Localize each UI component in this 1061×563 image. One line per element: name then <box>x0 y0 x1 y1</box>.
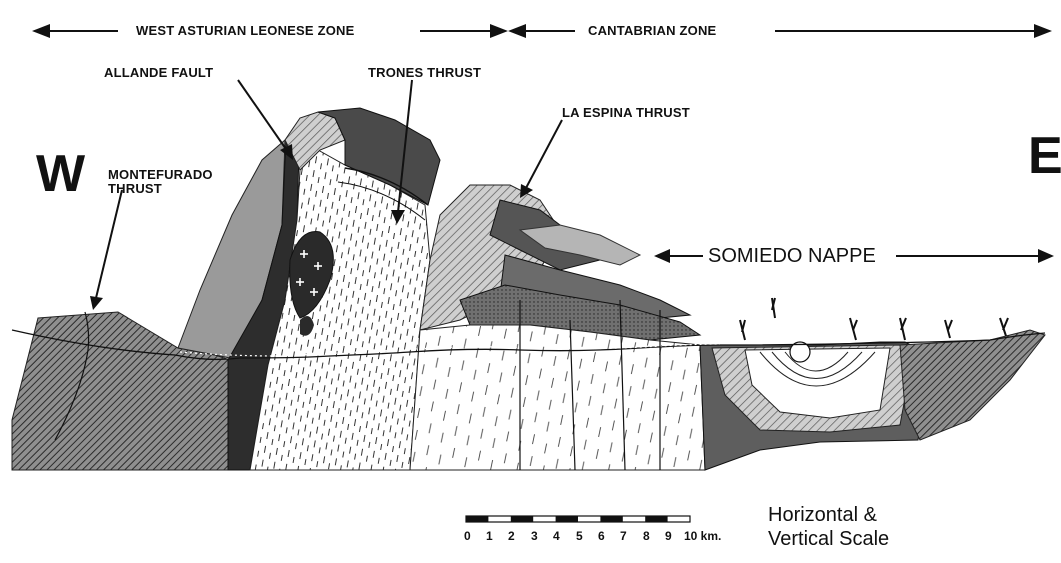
somiedo-nappe-arrowhead-right <box>1038 249 1054 263</box>
scale-tick-label: 5 <box>576 530 583 542</box>
trones-thrust-label: TRONES THRUST <box>368 66 481 80</box>
west-orientation-letter: W <box>36 148 85 200</box>
montefurado-label-line-1: MONTEFURADO <box>108 168 213 182</box>
scale-tick-label: 4 <box>553 530 560 542</box>
montefurado-thrust-leader <box>96 190 122 298</box>
montefurado-thrust-leader-head <box>90 296 103 310</box>
scale-tick-label: 0 <box>464 530 471 542</box>
somiedo-nappe-label: SOMIEDO NAPPE <box>708 245 876 267</box>
cantabrian-zone-label: CANTABRIAN ZONE <box>588 24 716 38</box>
scale-tick-label: 8 <box>643 530 650 542</box>
scale-bar-segment <box>645 516 667 522</box>
scale-bar-segment <box>511 516 533 522</box>
scale-bar <box>466 516 690 522</box>
scale-bar-segment <box>556 516 578 522</box>
somiedo-nappe-arrowhead-left <box>654 249 670 263</box>
thrust-sense-arrows <box>740 298 1008 340</box>
scale-caption-line-2: Vertical Scale <box>768 528 889 550</box>
west-zone-arrowhead-left <box>32 24 50 38</box>
montefurado-label-line-2: THRUST <box>108 182 162 196</box>
allande-fault-label: ALLANDE FAULT <box>104 66 213 80</box>
scale-tick-label: 6 <box>598 530 605 542</box>
west-asturian-leonese-zone-label: WEST ASTURIAN LEONESE ZONE <box>136 24 355 38</box>
la-espina-thrust-label: LA ESPINA THRUST <box>562 106 690 120</box>
scale-tick-label: 3 <box>531 530 538 542</box>
la-espina-thrust-leader <box>526 120 562 188</box>
cantabrian-zone-arrowhead-right <box>1034 24 1052 38</box>
east-orientation-letter: E <box>1028 130 1061 182</box>
scale-tick-label: 1 <box>486 530 493 542</box>
scale-tick-label: 10 km. <box>684 530 721 542</box>
zone-boundary-arrowheads <box>490 24 508 38</box>
allande-fault-leader <box>238 80 288 152</box>
scale-bar-segment <box>466 516 488 522</box>
scale-tick-label: 7 <box>620 530 627 542</box>
cross-section-body <box>12 108 1045 470</box>
scale-bar-segment <box>600 516 622 522</box>
scale-tick-label: 2 <box>508 530 515 542</box>
eastern-hatched-block <box>900 330 1045 440</box>
scale-tick-label: 9 <box>665 530 672 542</box>
scale-caption-line-1: Horizontal & <box>768 504 877 526</box>
